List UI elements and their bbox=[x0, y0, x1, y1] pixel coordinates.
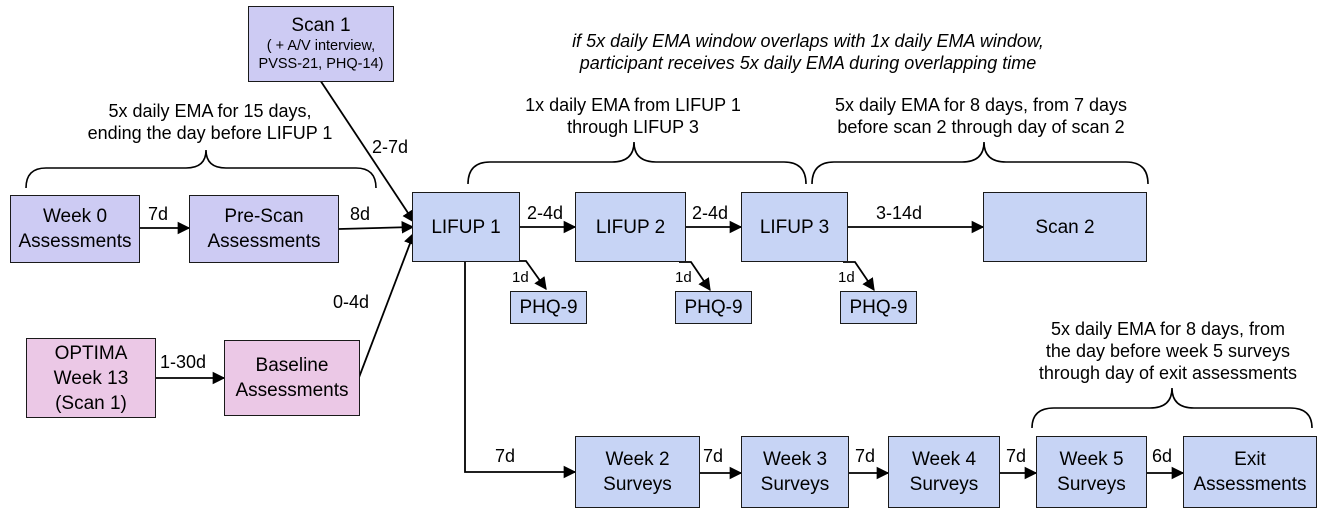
brace-ema-15 bbox=[25, 149, 377, 189]
week5-box: Week 5 Surveys bbox=[1036, 436, 1147, 508]
edge-label-week4-week5: 7d bbox=[1006, 446, 1027, 466]
note-ema-15-days: 5x daily EMA for 15 days, ending the day… bbox=[87, 101, 333, 143]
lifup3-box: LIFUP 3 bbox=[741, 192, 848, 262]
note-ema-1x: 1x daily EMA from LIFUP 1 through LIFUP … bbox=[525, 95, 741, 137]
edge-label-lifup3-scan2: 3-14d bbox=[876, 203, 923, 223]
edge-label-phq-1: 1d bbox=[512, 269, 529, 286]
week4-box: Week 4 Surveys bbox=[888, 436, 1000, 508]
note-ema-8-scan2: 5x daily EMA for 8 days, from 7 days bef… bbox=[834, 95, 1128, 137]
arrow-lifup2-phq bbox=[679, 261, 711, 292]
lifup2-box: LIFUP 2 bbox=[575, 192, 686, 262]
edge-label-scan1-lifup1: 2-7d bbox=[372, 137, 409, 157]
brace-ema-scan2 bbox=[811, 141, 1149, 185]
edge-label-week2-week3: 7d bbox=[703, 446, 724, 466]
prescan-label: Pre-Scan Assessments bbox=[207, 206, 321, 252]
baseline-box: Baseline Assessments bbox=[224, 340, 360, 416]
optima-label: OPTIMA Week 13 (Scan 1) bbox=[53, 342, 129, 414]
lifup3-label: LIFUP 3 bbox=[759, 216, 830, 238]
scan2-box: Scan 2 bbox=[983, 192, 1147, 262]
exit-box: Exit Assessments bbox=[1183, 436, 1317, 508]
phq9-box-1: PHQ-9 bbox=[510, 291, 587, 324]
arrow-scan1-lifup1 bbox=[319, 79, 415, 224]
edge-label-week0-prescan: 7d bbox=[148, 204, 169, 224]
arrow-baseline-lifup1 bbox=[357, 231, 416, 381]
phq9-box-2: PHQ-9 bbox=[675, 291, 752, 324]
prescan-box: Pre-Scan Assessments bbox=[189, 195, 339, 263]
edge-label-lifup1-week2: 7d bbox=[495, 446, 516, 466]
exit-label: Exit Assessments bbox=[1193, 449, 1307, 495]
scan1-title: Scan 1 bbox=[291, 15, 351, 36]
edge-label-baseline-lifup1: 0-4d bbox=[333, 292, 370, 312]
edge-label-week5-exit: 6d bbox=[1152, 446, 1173, 466]
edge-label-lifup2-lifup3: 2-4d bbox=[692, 203, 729, 223]
edge-label-phq-3: 1d bbox=[838, 269, 855, 286]
edge-label-phq-2: 1d bbox=[675, 269, 692, 286]
edge-label-optima-baseline: 1-30d bbox=[160, 352, 207, 372]
phq9-label-2: PHQ-9 bbox=[684, 297, 743, 318]
week3-label: Week 3 Surveys bbox=[760, 449, 830, 495]
lifup2-label: LIFUP 2 bbox=[595, 216, 666, 238]
edge-label-week3-week4: 7d bbox=[855, 446, 876, 466]
phq9-box-3: PHQ-9 bbox=[840, 291, 917, 324]
week0-box: Week 0 Assessments bbox=[10, 195, 140, 263]
optima-box: OPTIMA Week 13 (Scan 1) bbox=[26, 338, 156, 418]
week3-box: Week 3 Surveys bbox=[741, 436, 849, 508]
note-overlap: if 5x daily EMA window overlaps with 1x … bbox=[572, 31, 1044, 73]
lifup1-box: LIFUP 1 bbox=[412, 192, 520, 262]
lifup1-label: LIFUP 1 bbox=[431, 216, 501, 238]
phq9-label-3: PHQ-9 bbox=[849, 297, 908, 318]
scan1-box: Scan 1 ( + A/V interview, PVSS-21, PHQ-1… bbox=[248, 6, 394, 82]
brace-ema-exit bbox=[1031, 387, 1313, 429]
brace-ema-1x bbox=[467, 141, 807, 185]
week0-label: Week 0 Assessments bbox=[18, 206, 132, 252]
phq9-label-1: PHQ-9 bbox=[519, 297, 578, 318]
week2-label: Week 2 Surveys bbox=[603, 449, 672, 495]
week5-label: Week 5 Surveys bbox=[1057, 449, 1126, 495]
week2-box: Week 2 Surveys bbox=[575, 436, 700, 508]
week4-label: Week 4 Surveys bbox=[909, 449, 979, 495]
arrow-lifup3-phq bbox=[843, 261, 875, 292]
baseline-label: Baseline Assessments bbox=[235, 355, 349, 401]
edge-label-lifup1-lifup2: 2-4d bbox=[527, 203, 564, 223]
note-ema-8-exit: 5x daily EMA for 8 days, from the day be… bbox=[1038, 319, 1298, 383]
arrow-lifup1-week2 bbox=[464, 262, 577, 479]
scan2-label: Scan 2 bbox=[1035, 216, 1095, 238]
edge-label-prescan-lifup1: 8d bbox=[350, 204, 371, 224]
arrow-prescan-lifup1 bbox=[338, 221, 415, 234]
scan1-subtitle: ( + A/V interview, PVSS-21, PHQ-14) bbox=[258, 38, 384, 72]
